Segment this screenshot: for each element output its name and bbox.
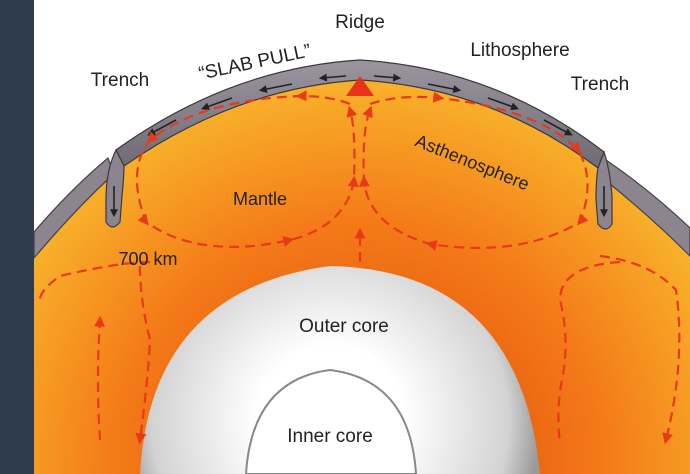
- mantle-label: Mantle: [233, 189, 287, 209]
- trench-left-label: Trench: [91, 70, 149, 91]
- outer-core-label: Outer core: [299, 316, 389, 337]
- depth-700km-label: 700 km: [118, 249, 177, 269]
- trench-right-label: Trench: [571, 74, 629, 95]
- ridge-label: Ridge: [335, 12, 385, 33]
- inner-core-label: Inner core: [287, 426, 373, 447]
- lithosphere-label: Lithosphere: [470, 40, 569, 61]
